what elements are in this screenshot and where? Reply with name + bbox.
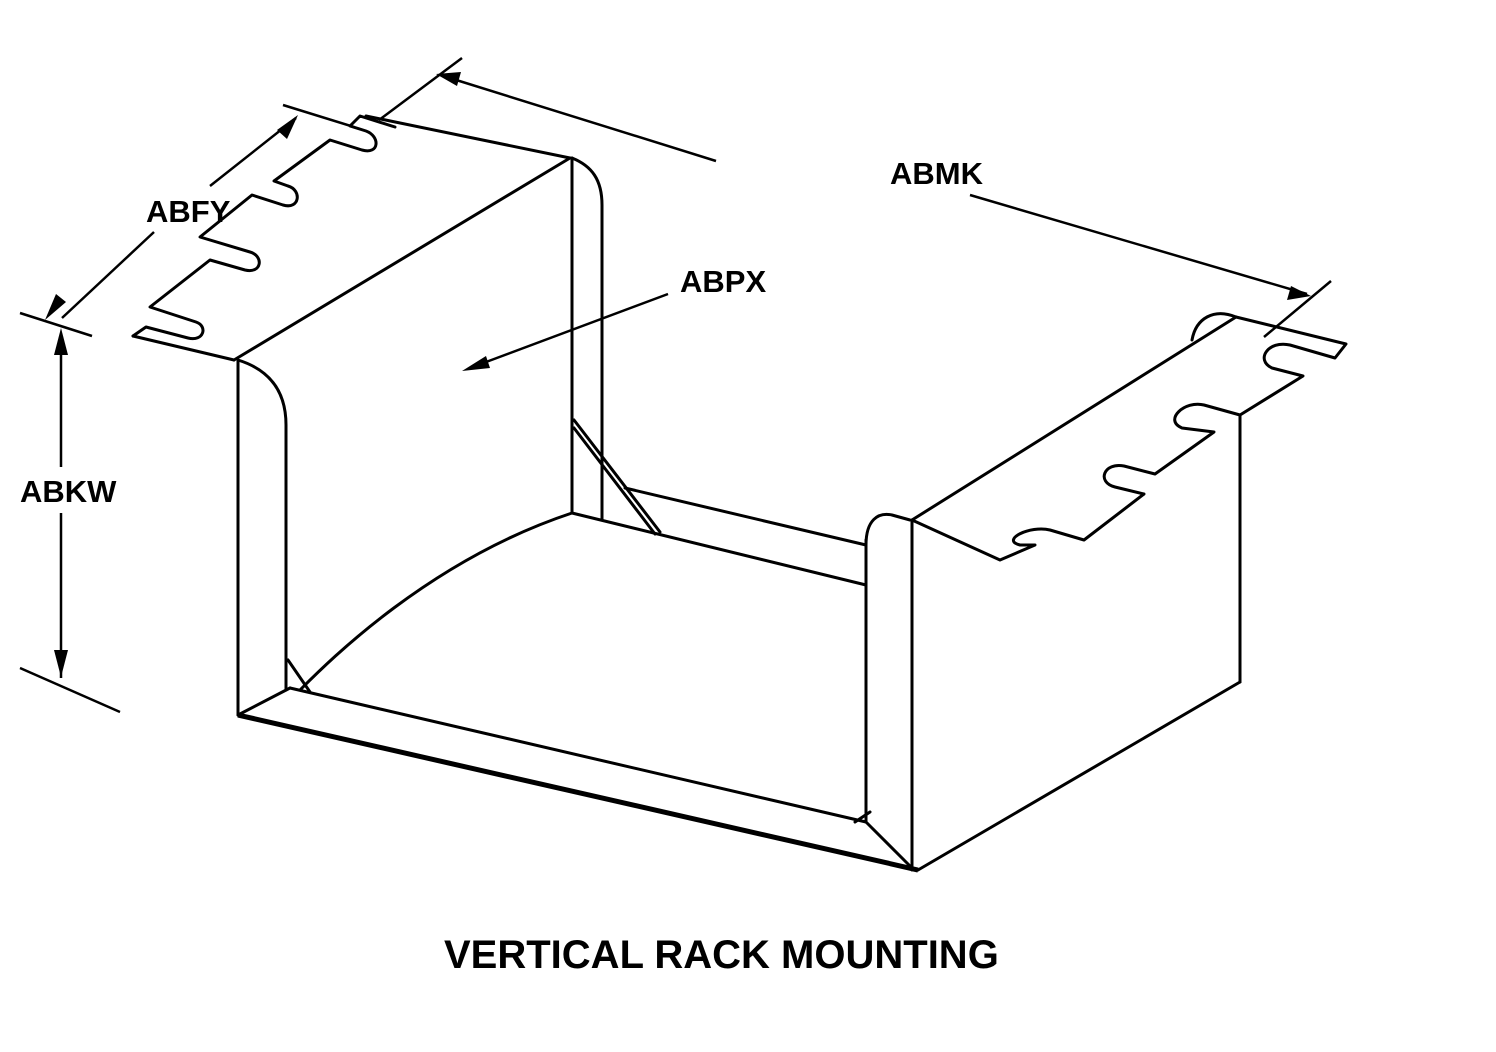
base-inner-front-edge	[288, 686, 868, 824]
arrowhead-abkw-top	[54, 328, 68, 355]
figure-caption: VERTICAL RACK MOUNTING	[444, 933, 999, 977]
left-flange-fold	[232, 156, 572, 362]
gusset-front-left	[286, 658, 312, 694]
arrowhead-abmk-right	[1287, 286, 1311, 300]
left-wall	[131, 114, 604, 717]
right-wall	[864, 312, 1348, 872]
dimension-line-abmk-right	[969, 193, 1308, 296]
right-flange-back-bend	[1190, 312, 1238, 342]
base-front-right-corner	[864, 820, 914, 870]
gusset-back-left	[572, 418, 662, 536]
arrowhead-abfy-bottom	[45, 294, 66, 320]
left-flange-back-edge	[364, 114, 572, 160]
arrowhead-abpx	[462, 356, 490, 371]
dimension-line-abmk-left	[452, 77, 717, 163]
extension-line-abkw-bottom	[19, 666, 121, 714]
extension-line-abmk-left	[378, 56, 463, 122]
dimension-line-abfy-lower	[61, 231, 155, 319]
left-flange-front-edge	[131, 334, 236, 362]
base-front-left-corner	[236, 686, 292, 717]
label-abpx: ABPX	[680, 264, 766, 299]
dimension-abkw	[19, 328, 121, 714]
left-flange-slots	[131, 114, 397, 341]
arrowhead-abkw-bottom	[54, 650, 68, 677]
extension-line-abfy-front	[19, 311, 93, 338]
dimension-abfy	[19, 103, 355, 338]
leader-abpx	[462, 292, 669, 371]
base	[236, 486, 919, 873]
arrowhead-abmk-left	[436, 72, 461, 86]
right-wall-bottom-edge	[916, 680, 1242, 872]
left-wall-front-bend	[236, 358, 288, 692]
base-back-lip-top	[623, 486, 868, 547]
right-wall-front-bend	[864, 512, 912, 547]
base-front-bottom-edge	[237, 712, 919, 873]
arrowhead-abfy-top	[277, 115, 298, 139]
extension-line-abfy-back	[282, 103, 355, 129]
base-inner-left-edge	[298, 511, 574, 692]
left-wall-back-bend	[570, 156, 604, 522]
base-inner-back-edge	[570, 511, 868, 587]
label-abmk: ABMK	[890, 156, 984, 191]
dimension-abmk	[378, 56, 1332, 338]
right-flange-fold	[910, 315, 1238, 522]
label-abkw: ABKW	[20, 474, 117, 509]
right-flange-slots	[910, 315, 1348, 562]
